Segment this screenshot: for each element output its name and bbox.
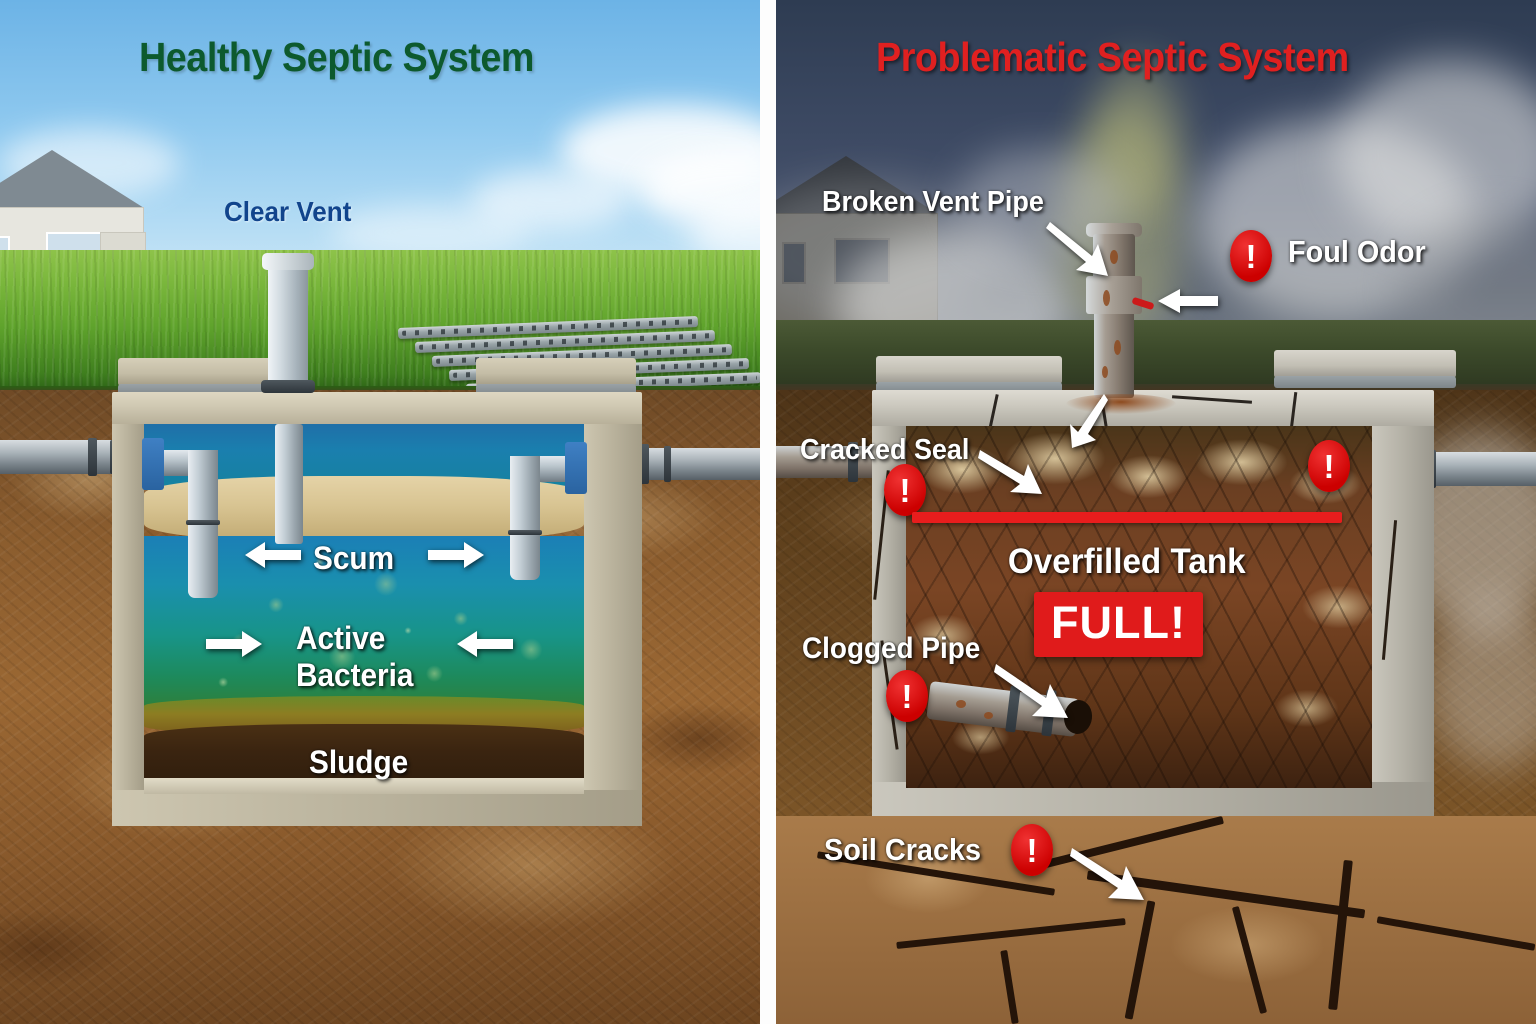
- warning-badge-outlet: !: [1308, 440, 1350, 492]
- tank-lid-right: [476, 358, 636, 386]
- label-active-bacteria: Active Bacteria: [296, 620, 436, 694]
- label-foul-odor: Foul Odor: [1288, 234, 1426, 269]
- vent-base-collar: [261, 380, 315, 393]
- vent-pipe-clear: [268, 262, 308, 392]
- dry-cracked-soil: [776, 816, 1536, 1024]
- warning-badge-foul-odor: !: [1230, 230, 1272, 282]
- page-title-problematic: Problematic Septic System: [876, 34, 1349, 80]
- label-broken-vent-pipe: Broken Vent Pipe: [822, 186, 1044, 218]
- vent-collar-broken: [1086, 276, 1142, 314]
- page-title-healthy: Healthy Septic System: [139, 34, 534, 80]
- inlet-pipe: [0, 440, 130, 474]
- label-overfilled-tank: Overfilled Tank: [1007, 542, 1246, 581]
- ground-surface: [776, 384, 1536, 394]
- arrow-clogged-pipe: [992, 662, 1074, 724]
- exclamation-icon: !: [1323, 447, 1335, 485]
- rust-spot: [956, 700, 966, 708]
- rust-spot: [984, 712, 993, 719]
- panel-divider: [760, 0, 776, 1024]
- label-active-bacteria-line2: Bacteria: [296, 657, 414, 693]
- warning-badge-clogged-pipe: !: [886, 670, 928, 722]
- pipe-ring: [186, 520, 220, 525]
- tank-top-slab: [112, 392, 642, 428]
- slab-crack: [1289, 391, 1298, 431]
- overfill-level-line: [912, 512, 1342, 523]
- vent-base-leak: [1066, 394, 1176, 414]
- warning-badge-soil-cracks: !: [1011, 824, 1053, 876]
- arrow-slab-crack: [1068, 390, 1108, 450]
- tank-lid-right: [1274, 350, 1456, 378]
- label-active-bacteria-line1: Active: [296, 620, 386, 656]
- arrow-bacteria-right: [455, 629, 513, 659]
- pipe-ring: [664, 446, 671, 482]
- inlet-pipe-rusted: [776, 446, 882, 478]
- exclamation-icon: !: [901, 677, 913, 715]
- outlet-flange: [565, 442, 587, 494]
- tank-wall-right: [584, 424, 642, 824]
- exclamation-icon: !: [1026, 831, 1038, 869]
- tank-inner-lip: [144, 778, 584, 794]
- rust-spot: [1103, 290, 1110, 306]
- odor-plume: [1092, 60, 1182, 220]
- arrow-vent-crack: [1156, 288, 1218, 314]
- slab-crack: [1171, 395, 1253, 404]
- pipe-ring: [848, 442, 858, 482]
- tank-lid-left: [876, 356, 1062, 384]
- vent-cap-broken: [1086, 223, 1142, 237]
- arrow-cracked-seal: [976, 448, 1048, 498]
- panel-healthy-septic-system: Healthy Septic System Clear Vent Scum Ac…: [0, 0, 760, 1024]
- arrow-scum-right: [428, 540, 486, 570]
- warning-badge-cracked-seal: !: [884, 464, 926, 516]
- label-cracked-seal: Cracked Seal: [800, 434, 970, 466]
- label-scum: Scum: [313, 540, 395, 576]
- cloud: [470, 170, 630, 230]
- outlet-tee-downpipe: [510, 456, 540, 580]
- vent-cap: [262, 253, 314, 270]
- exclamation-icon: !: [899, 471, 911, 509]
- pipe-ring: [88, 438, 97, 476]
- label-sludge: Sludge: [309, 744, 409, 780]
- inlet-flange: [142, 438, 164, 490]
- arrow-bacteria-left: [206, 629, 264, 659]
- slab-crack: [988, 394, 999, 430]
- label-soil-cracks: Soil Cracks: [824, 832, 982, 867]
- exclamation-icon: !: [1245, 237, 1257, 275]
- badge-full: FULL!: [1034, 592, 1203, 657]
- panel-problematic-septic-system: Problematic Septic System Broken Vent Pi…: [776, 0, 1536, 1024]
- rust-spot: [1102, 366, 1108, 378]
- arrow-broken-vent-pipe: [1044, 218, 1112, 280]
- tank-wall-left: [112, 424, 144, 824]
- tank-floor: [872, 782, 1434, 822]
- escaping-steam: [1426, 600, 1536, 770]
- pipe-ring: [640, 444, 649, 484]
- label-clear-vent: Clear Vent: [224, 196, 352, 227]
- label-clogged-pipe: Clogged Pipe: [802, 632, 981, 665]
- pipe-ring: [508, 530, 542, 535]
- vent-riser-interior: [275, 424, 303, 544]
- rust-spot: [1110, 250, 1118, 264]
- tank-floor: [112, 790, 642, 826]
- rust-spot: [1114, 340, 1121, 355]
- arrow-scum-left: [243, 540, 301, 570]
- arrow-soil-cracks: [1068, 846, 1150, 906]
- tank-wall-right: [1372, 426, 1434, 816]
- tank-lid-right-edge: [1274, 376, 1456, 388]
- smoke-puff: [1336, 60, 1536, 250]
